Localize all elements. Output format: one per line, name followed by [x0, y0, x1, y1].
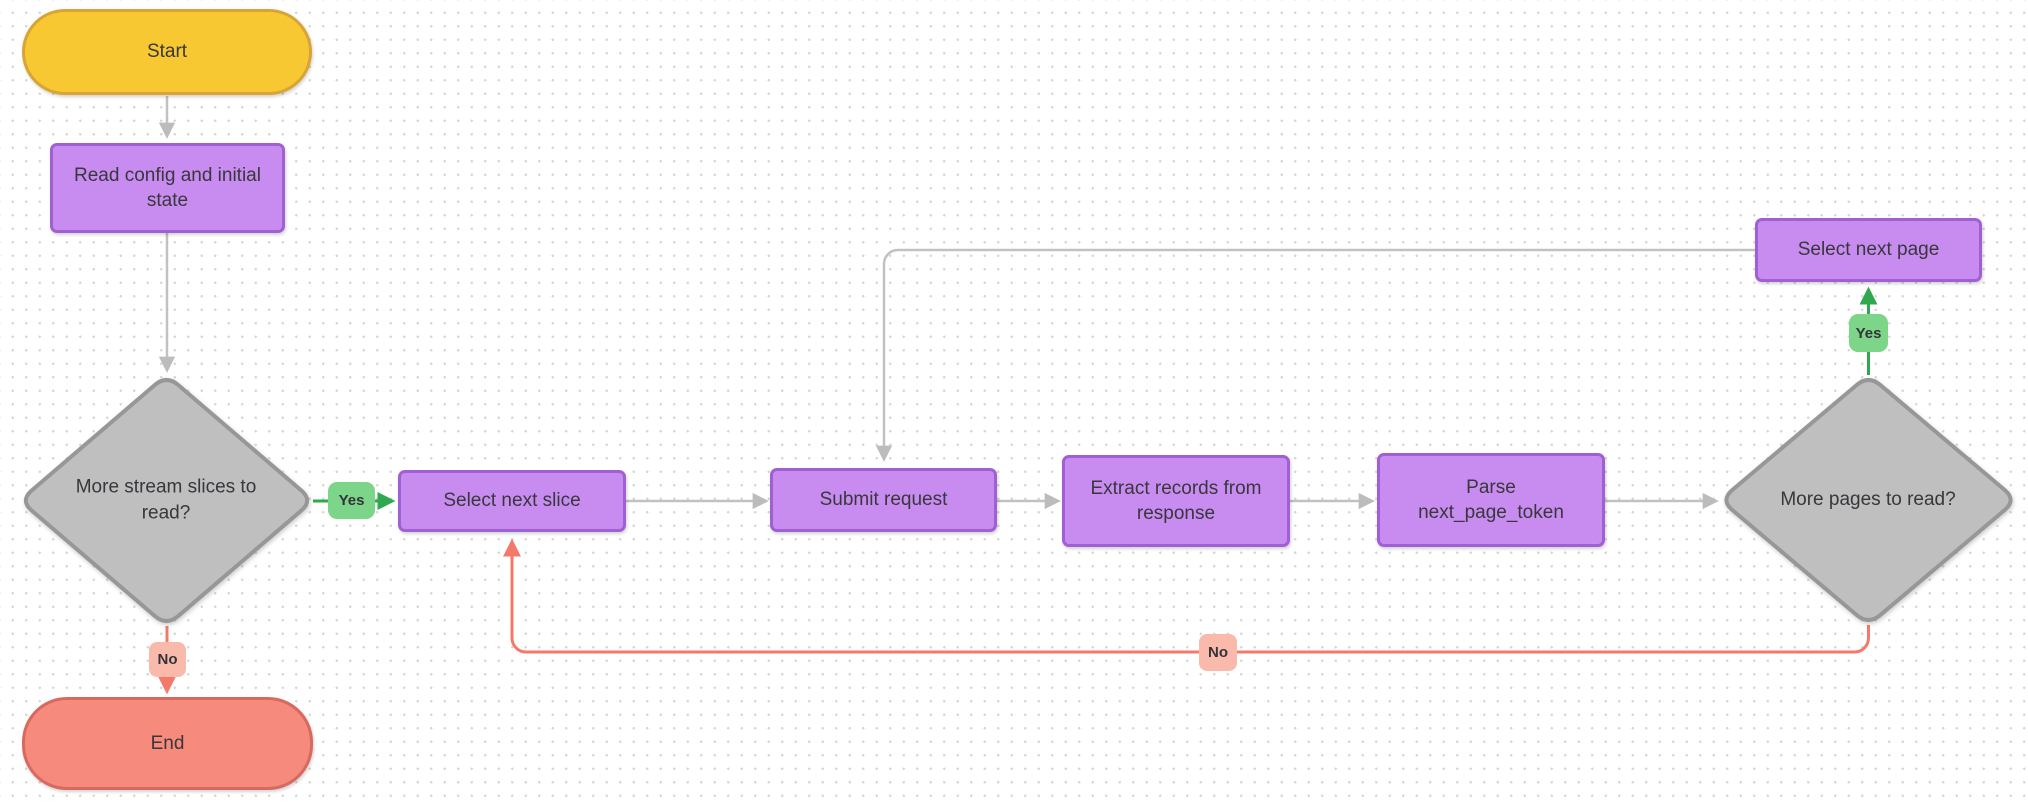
- parse-token-node-label: Parse next_page_token: [1418, 476, 1564, 523]
- more-slices-decision-shape: [23, 378, 310, 623]
- submit-request-node-label: Submit request: [819, 489, 948, 511]
- more-pages-decision-shape: [1724, 378, 2013, 622]
- start-node-label: Start: [146, 41, 188, 63]
- connector-morepages-no-to-selectslice: [503, 538, 1870, 654]
- select-slice-node-label: Select next slice: [443, 490, 581, 512]
- connector-selectpage-to-submit: [875, 248, 1755, 462]
- extract-records-node-label: Extract records from response: [1090, 477, 1262, 524]
- end-node-label: End: [150, 732, 185, 754]
- more-pages-decision-label: More pages to read?: [1780, 489, 1956, 511]
- edge-label-more-pages-no: No: [1199, 634, 1237, 671]
- edge-label-more-pages-yes: Yes: [1849, 314, 1888, 352]
- submit-request-node: Submit request: [770, 468, 997, 532]
- more-slices-decision-label: More stream slices to read?: [75, 476, 257, 523]
- end-node: End: [22, 697, 313, 790]
- edge-label-more-slices-yes: Yes: [328, 482, 375, 519]
- extract-records-node: Extract records from response: [1062, 455, 1290, 547]
- select-page-node: Select next page: [1755, 218, 1982, 282]
- read-config-node-label: Read config and initial state: [74, 164, 261, 211]
- select-page-node-label: Select next page: [1797, 239, 1940, 261]
- read-config-node: Read config and initial state: [50, 143, 285, 233]
- select-slice-node: Select next slice: [398, 470, 626, 532]
- start-node: Start: [22, 9, 312, 95]
- edge-label-more-slices-no: No: [149, 642, 186, 677]
- parse-token-node: Parse next_page_token: [1377, 453, 1605, 547]
